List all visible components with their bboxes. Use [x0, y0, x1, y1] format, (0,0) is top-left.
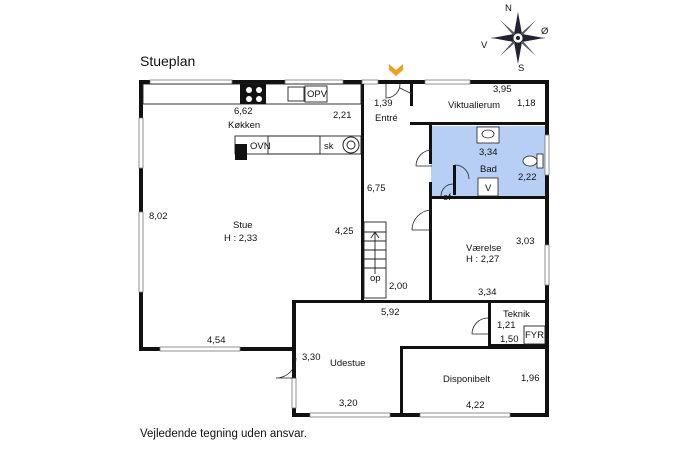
entry-dim-b: 6,75: [367, 183, 386, 194]
bath-v-label: V: [485, 183, 492, 194]
boiler-box: [523, 325, 546, 345]
living-name: Stue: [233, 220, 253, 231]
pantry-name: Viktualierum: [448, 100, 500, 111]
sunroom-dim-c: 5,92: [381, 307, 400, 318]
compass-rose-icon: [491, 12, 545, 64]
bath-name: Bad: [480, 164, 497, 175]
entry-dim-a: 1,39: [374, 98, 393, 109]
entrance-marker-icon: [389, 64, 403, 76]
living-height: H : 2,33: [224, 233, 257, 244]
technical-dim-b: 1,50: [500, 334, 519, 345]
page-title: Stueplan: [140, 53, 196, 69]
sunroom-dim-b: 3,20: [339, 398, 358, 409]
kitchen-counter-top: [142, 83, 362, 105]
technical-dim-a: 1,21: [497, 320, 516, 331]
bedroom-height: H : 2,27: [466, 254, 499, 265]
oven-label: OVN: [250, 141, 271, 152]
living-dim-c: 4,54: [207, 335, 226, 346]
living-dim-a: 8,02: [149, 211, 168, 222]
storage-dim-a: 1,96: [521, 373, 540, 384]
boiler-label: FYR: [525, 330, 544, 341]
storage-name: Disponibelt: [443, 374, 490, 385]
kitchen-dim-b: 2,21: [333, 110, 352, 121]
kitchen-name: Køkken: [228, 120, 260, 131]
sunroom-name: Udestue: [330, 358, 365, 369]
bath-dim-a: 3,34: [479, 147, 498, 158]
bath-tag-label: ef: [443, 192, 451, 203]
kitchen-island: [234, 135, 362, 160]
sunroom-dim-a: 3,30: [302, 352, 321, 363]
bedroom-dim-a: 3,03: [516, 236, 535, 247]
bedroom-name: Værelse: [466, 243, 501, 254]
sk-label: sk: [324, 141, 334, 152]
technical-name: Teknik: [503, 309, 530, 320]
storage-dim-b: 4,22: [466, 400, 485, 411]
pantry-dim-b: 1,18: [517, 98, 536, 109]
bedroom-dim-b: 3,34: [478, 287, 497, 298]
bath-dim-b: 2,22: [518, 172, 537, 183]
opv-label: OPV: [307, 89, 328, 100]
kitchen-dim-a: 6,62: [234, 106, 253, 117]
entry-name: Entré: [375, 113, 398, 124]
living-dim-b: 4,25: [335, 226, 354, 237]
compass-west-label: V: [481, 40, 488, 51]
interior-walls: [292, 84, 548, 416]
disclaimer-note: Vejledende tegning uden ansvar.: [140, 428, 307, 440]
door-swings: [275, 83, 489, 379]
compass-south-label: S: [518, 63, 524, 74]
pantry-dim-a: 3,95: [493, 84, 512, 95]
compass-east-label: Ø: [541, 26, 549, 37]
staircase: [363, 221, 387, 299]
bath-fixtures: [476, 126, 544, 197]
entry-dim-c: 2,00: [389, 281, 408, 292]
stairs-up-label: op: [370, 273, 381, 284]
compass-north-label: N: [505, 3, 512, 14]
